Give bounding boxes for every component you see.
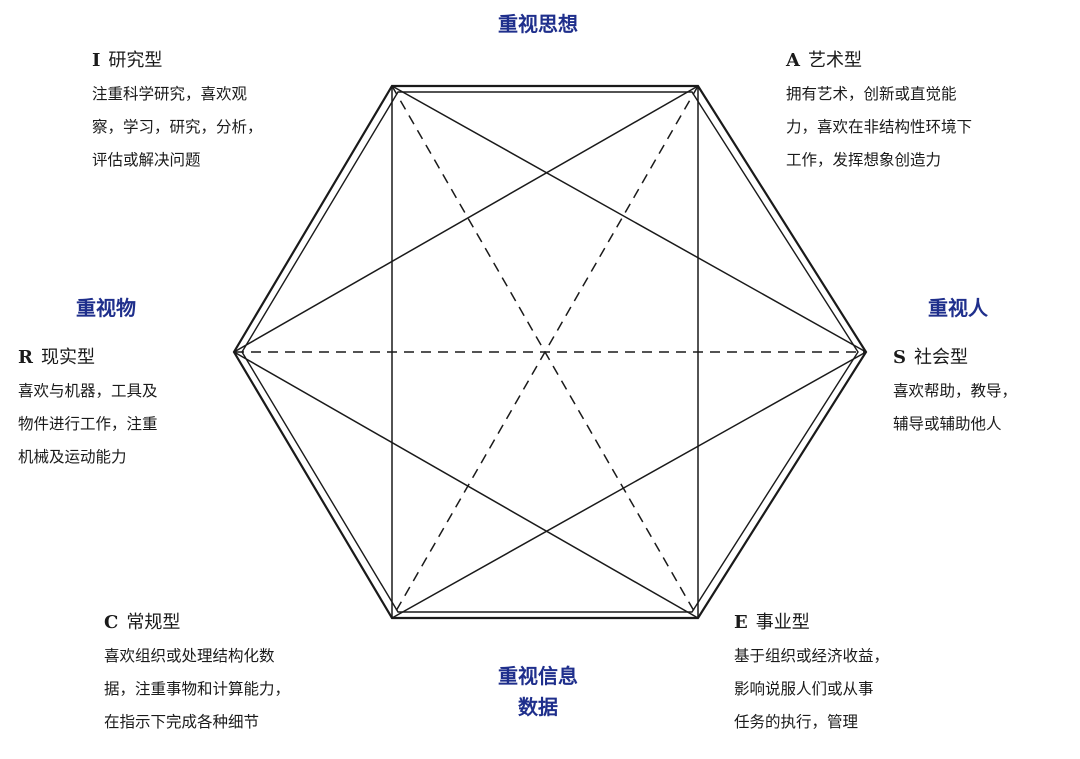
type-name: 艺术型 <box>807 50 862 71</box>
type-block-social: S 社会型 喜欢帮助，教导， 辅导或辅助他人 <box>893 345 1017 441</box>
axis-label-left: 重视物 <box>76 296 136 320</box>
type-title: C 常规型 <box>104 610 290 636</box>
type-code: A <box>786 50 800 71</box>
type-name: 社会型 <box>914 347 968 368</box>
type-title: A 艺术型 <box>786 48 972 74</box>
type-name: 现实型 <box>40 347 95 368</box>
type-block-artistic: A 艺术型 拥有艺术，创新或直觉能 力，喜欢在非结构性环境下 工作，发挥想象创造力 <box>786 48 972 177</box>
description-line: 拥有艺术，创新或直觉能 <box>786 85 957 103</box>
type-name: 研究型 <box>108 50 163 71</box>
type-description: 拥有艺术，创新或直觉能 力，喜欢在非结构性环境下 工作，发挥想象创造力 <box>786 78 972 177</box>
axis-label-bottom: 重视信息 数据 <box>498 664 578 720</box>
description-line: 喜欢组织或处理结构化数 <box>104 647 275 665</box>
type-description: 基于组织或经济收益， 影响说服人们或从事 任务的执行，管理 <box>734 640 889 739</box>
type-title: I 研究型 <box>92 48 263 74</box>
description-line: 任务的执行，管理 <box>734 713 859 731</box>
type-block-investigative: I 研究型 注重科学研究，喜欢观 察，学习，研究，分析， 评估或解决问题 <box>92 48 263 177</box>
type-title: R 现实型 <box>18 345 158 371</box>
type-description: 喜欢组织或处理结构化数 据，注重事物和计算能力， 在指示下完成各种细节 <box>104 640 290 739</box>
description-line: 物件进行工作，注重 <box>18 415 158 433</box>
description-line: 工作，发挥想象创造力 <box>786 151 942 169</box>
description-line: 注重科学研究，喜欢观 <box>92 85 248 103</box>
description-line: 据，注重事物和计算能力， <box>104 680 291 698</box>
type-block-conventional: C 常规型 喜欢组织或处理结构化数 据，注重事物和计算能力， 在指示下完成各种细节 <box>104 610 290 739</box>
type-name: 常规型 <box>126 612 181 633</box>
type-code: R <box>18 347 33 368</box>
type-description: 注重科学研究，喜欢观 察，学习，研究，分析， 评估或解决问题 <box>92 78 263 177</box>
description-line: 力，喜欢在非结构性环境下 <box>786 118 973 136</box>
type-block-enterprising: E 事业型 基于组织或经济收益， 影响说服人们或从事 任务的执行，管理 <box>734 610 889 739</box>
line-S-C <box>391 351 867 619</box>
line-R-E <box>233 351 699 619</box>
type-code: E <box>734 612 748 633</box>
description-line: 影响说服人们或从事 <box>734 680 874 698</box>
type-title: E 事业型 <box>734 610 889 636</box>
description-line: 在指示下完成各种细节 <box>104 713 260 731</box>
type-code: I <box>92 50 101 71</box>
axis-label-bottom-line1: 重视信息 <box>498 664 578 688</box>
type-name: 事业型 <box>755 612 810 633</box>
axis-label-right: 重视人 <box>928 296 988 320</box>
description-line: 辅导或辅助他人 <box>893 415 1002 433</box>
description-line: 喜欢帮助，教导， <box>893 382 1018 400</box>
description-line: 察，学习，研究，分析， <box>92 118 263 136</box>
type-block-realistic: R 现实型 喜欢与机器，工具及 物件进行工作，注重 机械及运动能力 <box>18 345 158 474</box>
axis-label-top: 重视思想 <box>498 12 578 36</box>
type-description: 喜欢帮助，教导， 辅导或辅助他人 <box>893 375 1017 441</box>
type-title: S 社会型 <box>893 345 1017 371</box>
line-I-S <box>391 85 867 353</box>
type-description: 喜欢与机器，工具及 物件进行工作，注重 机械及运动能力 <box>18 375 158 474</box>
description-line: 基于组织或经济收益， <box>734 647 890 665</box>
description-line: 评估或解决问题 <box>92 151 201 169</box>
description-line: 喜欢与机器，工具及 <box>18 382 158 400</box>
axis-label-bottom-line2: 数据 <box>518 695 558 719</box>
type-code: S <box>893 347 906 368</box>
type-code: C <box>104 612 119 633</box>
dashed-diagonal-A-C <box>391 85 699 619</box>
description-line: 机械及运动能力 <box>18 448 127 466</box>
line-A-R <box>233 85 699 353</box>
